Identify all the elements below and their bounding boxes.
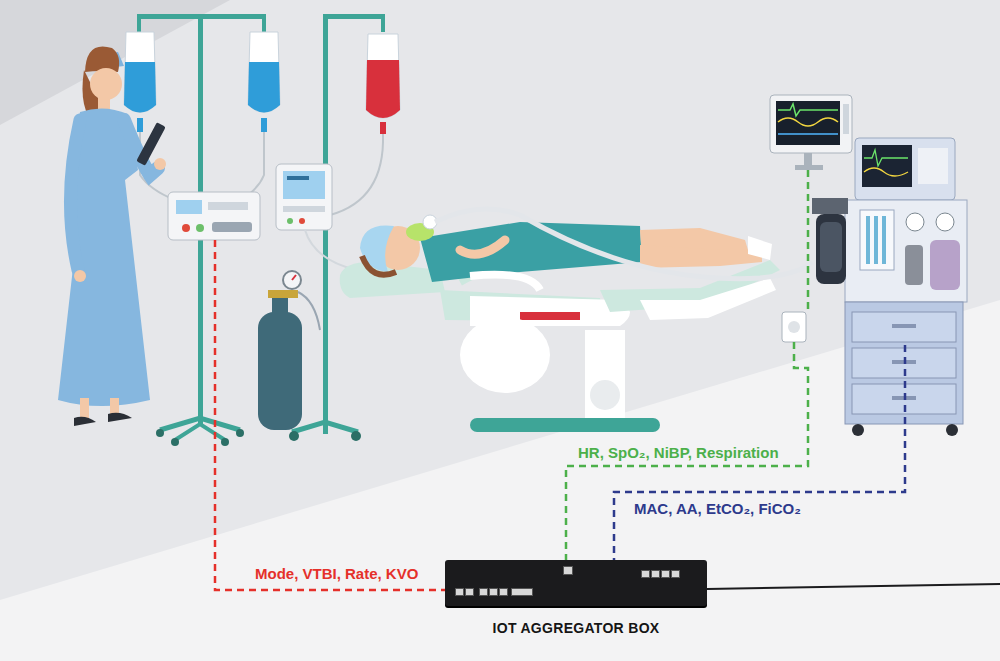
oxygen-cylinder	[258, 271, 320, 430]
iv-pole	[137, 14, 266, 446]
data-wire	[215, 240, 445, 590]
device-housing	[445, 560, 707, 606]
floor	[0, 300, 1000, 661]
network-port	[641, 570, 650, 578]
network-port	[511, 588, 533, 596]
network-port	[661, 570, 670, 578]
blood-bag	[330, 34, 400, 215]
signal-label: HR, SpO₂, NiBP, Respiration	[578, 444, 779, 462]
network-port	[651, 570, 660, 578]
operating-table	[340, 260, 780, 432]
syringe-pump	[276, 164, 430, 275]
power-outlet	[788, 321, 800, 333]
aggregator-box: IOT AGGREGATOR BOX	[445, 560, 707, 636]
anesthesia-machine	[812, 138, 967, 436]
network-port	[671, 570, 680, 578]
device-caption: IOT AGGREGATOR BOX	[493, 620, 660, 636]
network-port	[465, 588, 474, 596]
iv-bag	[240, 32, 280, 200]
signal-label: Mode, VTBI, Rate, KVO	[255, 565, 418, 583]
patient-monitor	[770, 95, 852, 170]
infusion-pump	[168, 192, 260, 240]
signal-label: MAC, AA, EtCO₂, FiCO₂	[634, 500, 801, 518]
nurse	[58, 46, 166, 426]
data-wire	[566, 170, 808, 560]
network-port	[563, 566, 573, 575]
breathing-tube	[435, 209, 812, 279]
network-port	[499, 588, 508, 596]
network-port	[489, 588, 498, 596]
power-outlet	[782, 312, 806, 342]
network-port	[455, 588, 464, 596]
network-cable	[707, 584, 1000, 589]
network-port	[479, 588, 488, 596]
